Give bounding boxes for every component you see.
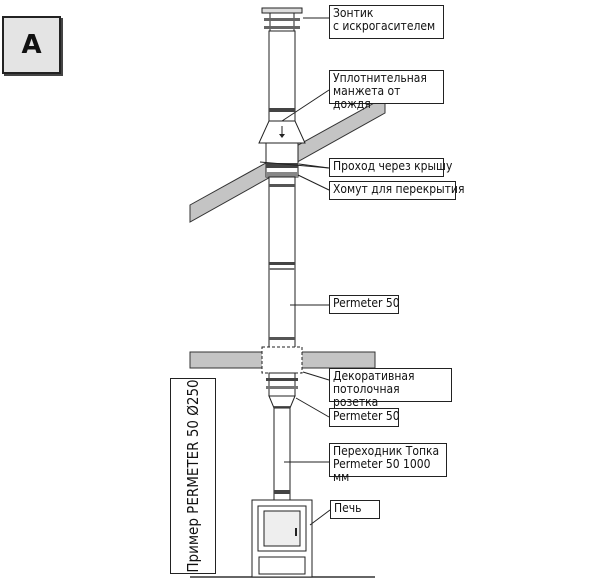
roof-pass-icon [265,142,299,178]
leader-lines [259,17,331,526]
main-pipe [268,176,296,354]
example-title: Пример PERMETER 50 Ø250 [184,379,202,573]
figure-badge: A [2,16,61,74]
floor-clamp-label: Хомут для перекрытия [329,181,464,200]
rain-collar-label: Уплотнительная манжета от дождя [329,70,444,111]
adapter-label: Переходник Топка Permeter 50 1000 мм [329,443,447,484]
lower-pipe [266,372,298,410]
rain-collar-icon [258,120,306,144]
stove-label: Печь [330,500,380,519]
example-title-box: Пример PERMETER 50 Ø250 [170,378,216,574]
ceiling-rosette-label: Декоративная потолочная розетка [329,368,452,409]
upper-pipe [268,30,296,122]
stove-icon [251,499,313,578]
cap-label: Зонтик с искрогасителем [329,5,444,39]
permeter-upper-label: Permeter 50 [329,295,400,314]
adapter-pipe [273,407,291,501]
cap-icon [261,7,303,32]
roof-pass-label: Проход через крышу [329,158,452,177]
permeter-lower-label: Permeter 50 [329,408,400,427]
ceiling-box [261,346,303,374]
